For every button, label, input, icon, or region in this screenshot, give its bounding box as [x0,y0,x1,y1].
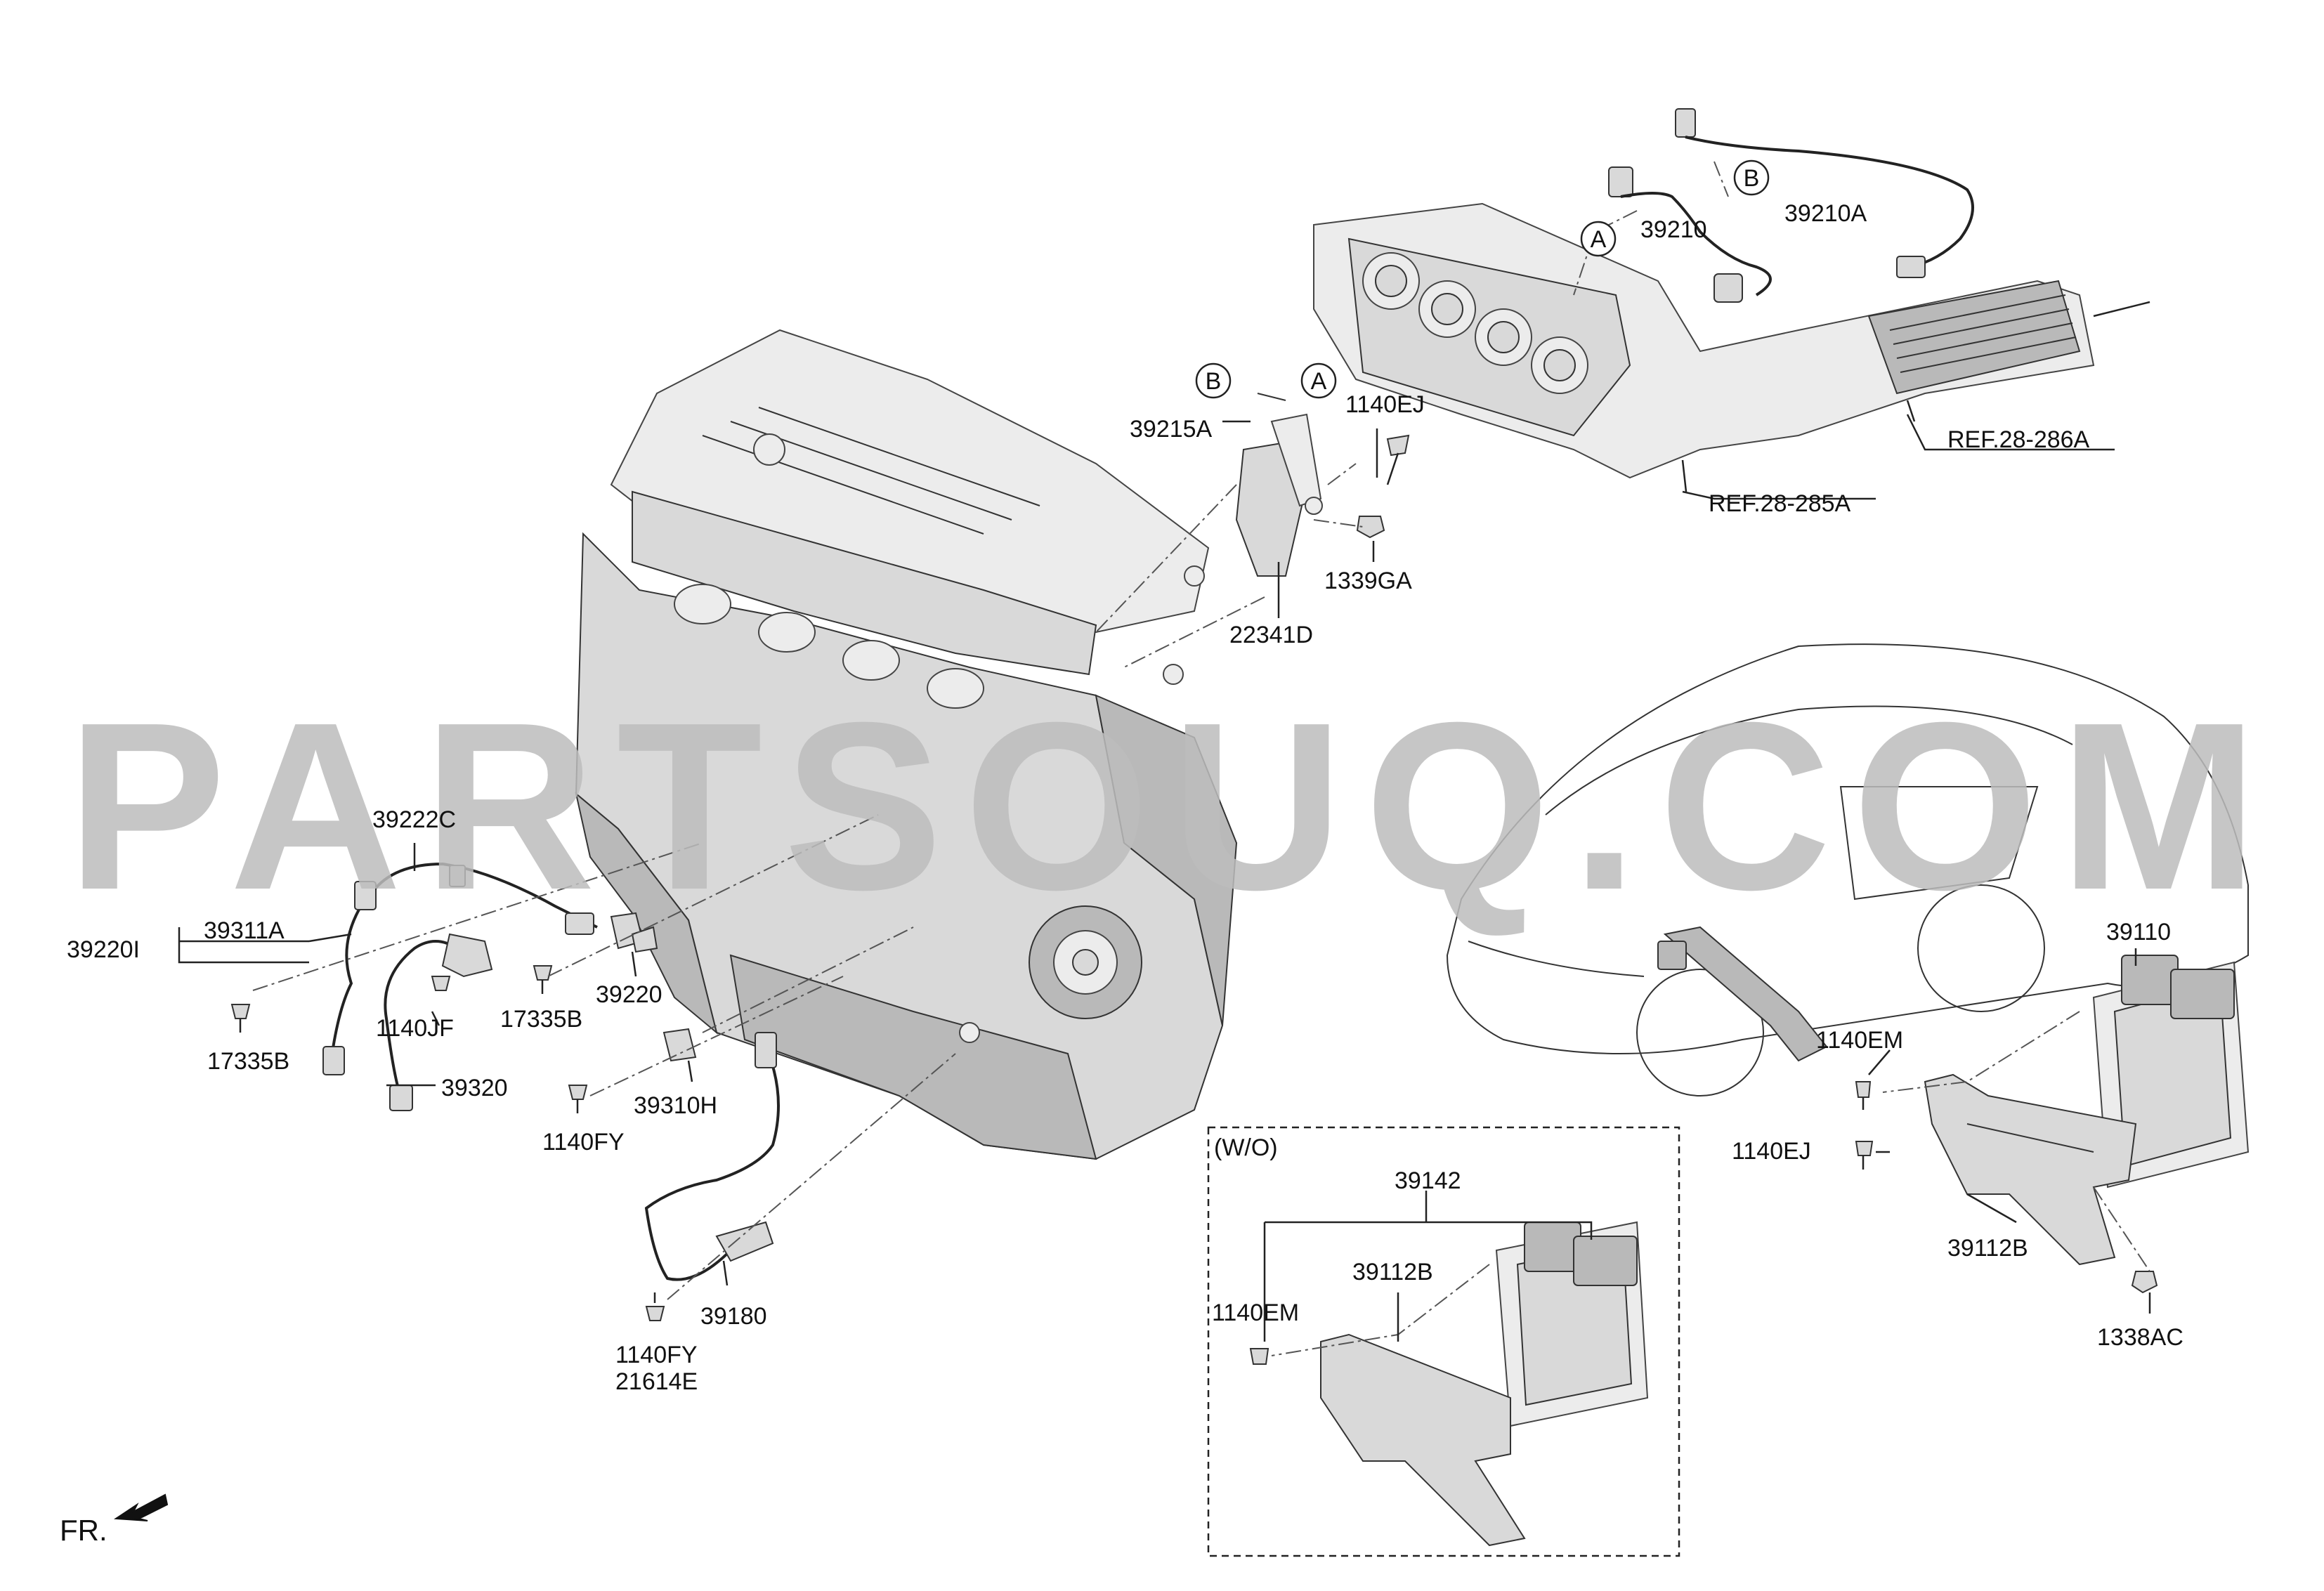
label-1140ej-right: 1140EJ [1732,1138,1811,1165]
callout-a-label: A [1591,226,1607,253]
leader-lines [178,161,2151,1356]
label-17335b-left: 17335B [207,1048,289,1075]
label-1339ga: 1339GA [1324,568,1412,594]
callout-circles: B A B A [1195,159,1770,399]
label-39110: 39110 [2106,919,2171,945]
label-1140em-bottom: 1140EM [1212,1299,1299,1326]
sensor-39220 [610,912,658,953]
sensor-39310h [662,1028,697,1062]
label-wo-variant: (W/O) [1214,1134,1278,1161]
engine-assembly [575,329,1238,1160]
label-39142: 39142 [1395,1167,1461,1194]
nut-1339ga [1356,516,1385,539]
crank-sensor-39180 [644,1032,780,1281]
label-17335b-middle: 17335B [500,1006,582,1033]
label-1338ac: 1338AC [2097,1324,2183,1351]
small-bolts [230,965,665,1321]
label-39112b-bottom: 39112B [1352,1259,1433,1285]
oxygen-sensor-front [1608,166,1772,303]
callout-a-label: A [1311,368,1327,395]
label-39220i: 39220I [67,936,140,963]
harness-39222c [322,862,598,1075]
vehicle-outline [1446,643,2249,1096]
label-39222c: 39222C [372,806,456,833]
label-39320: 39320 [441,1075,508,1101]
label-39311a: 39311A [204,917,285,944]
label-1140fy-bottom: 1140FY [615,1342,698,1368]
label-1140em-right: 1140EM [1816,1027,1903,1054]
part-labels: 39210A 39210 1140EJ 39215A 1339GA 22341D… [67,200,2183,1395]
label-39310h: 39310H [634,1092,717,1119]
label-1140jf: 1140JF [376,1015,454,1042]
callout-a-circle-icon [1580,221,1617,257]
label-22341d: 22341D [1229,622,1313,648]
bracket-assembly [1235,393,1323,577]
front-label: FR. [60,1514,107,1547]
oxygen-sensor-rear [1675,108,1974,278]
bracket-39112b-right [1924,1073,2137,1266]
label-39215a: 39215A [1130,416,1213,443]
label-39210a: 39210A [1784,200,1867,227]
label-1140fy-middle: 1140FY [542,1129,625,1155]
front-direction-arrow-icon [113,1493,169,1521]
exhaust-manifold [1313,202,2150,479]
bolt-1140em-bottom [1249,1348,1269,1365]
label-39112b-right: 39112B [1947,1235,2028,1262]
right-fasteners [1855,1081,2158,1294]
label-21614e: 21614E [615,1368,698,1395]
bolt-1140ej-top [1386,434,1410,485]
label-39220: 39220 [596,981,662,1008]
callout-b-circle-icon [1195,362,1232,399]
bracket-39112b-bottom [1320,1333,1526,1547]
label-ref-28-286a[interactable]: REF.28-286A [1947,426,2090,453]
label-ref-28-285a[interactable]: REF.28-285A [1709,490,1851,517]
label-39180: 39180 [700,1303,767,1330]
front-indicator: FR. [60,1493,169,1547]
watermark: PARTSOUQ.COM [67,673,2279,940]
ecu-39142 [1495,1221,1649,1427]
callout-b-circle-icon [1733,159,1770,196]
callout-a-circle-icon [1300,362,1337,399]
label-1140ej-top: 1140EJ [1345,391,1425,418]
label-39210: 39210 [1640,216,1707,243]
wo-variant-box [1207,1126,1680,1557]
callout-b-label: B [1206,368,1222,395]
callout-b-label: B [1744,165,1760,192]
